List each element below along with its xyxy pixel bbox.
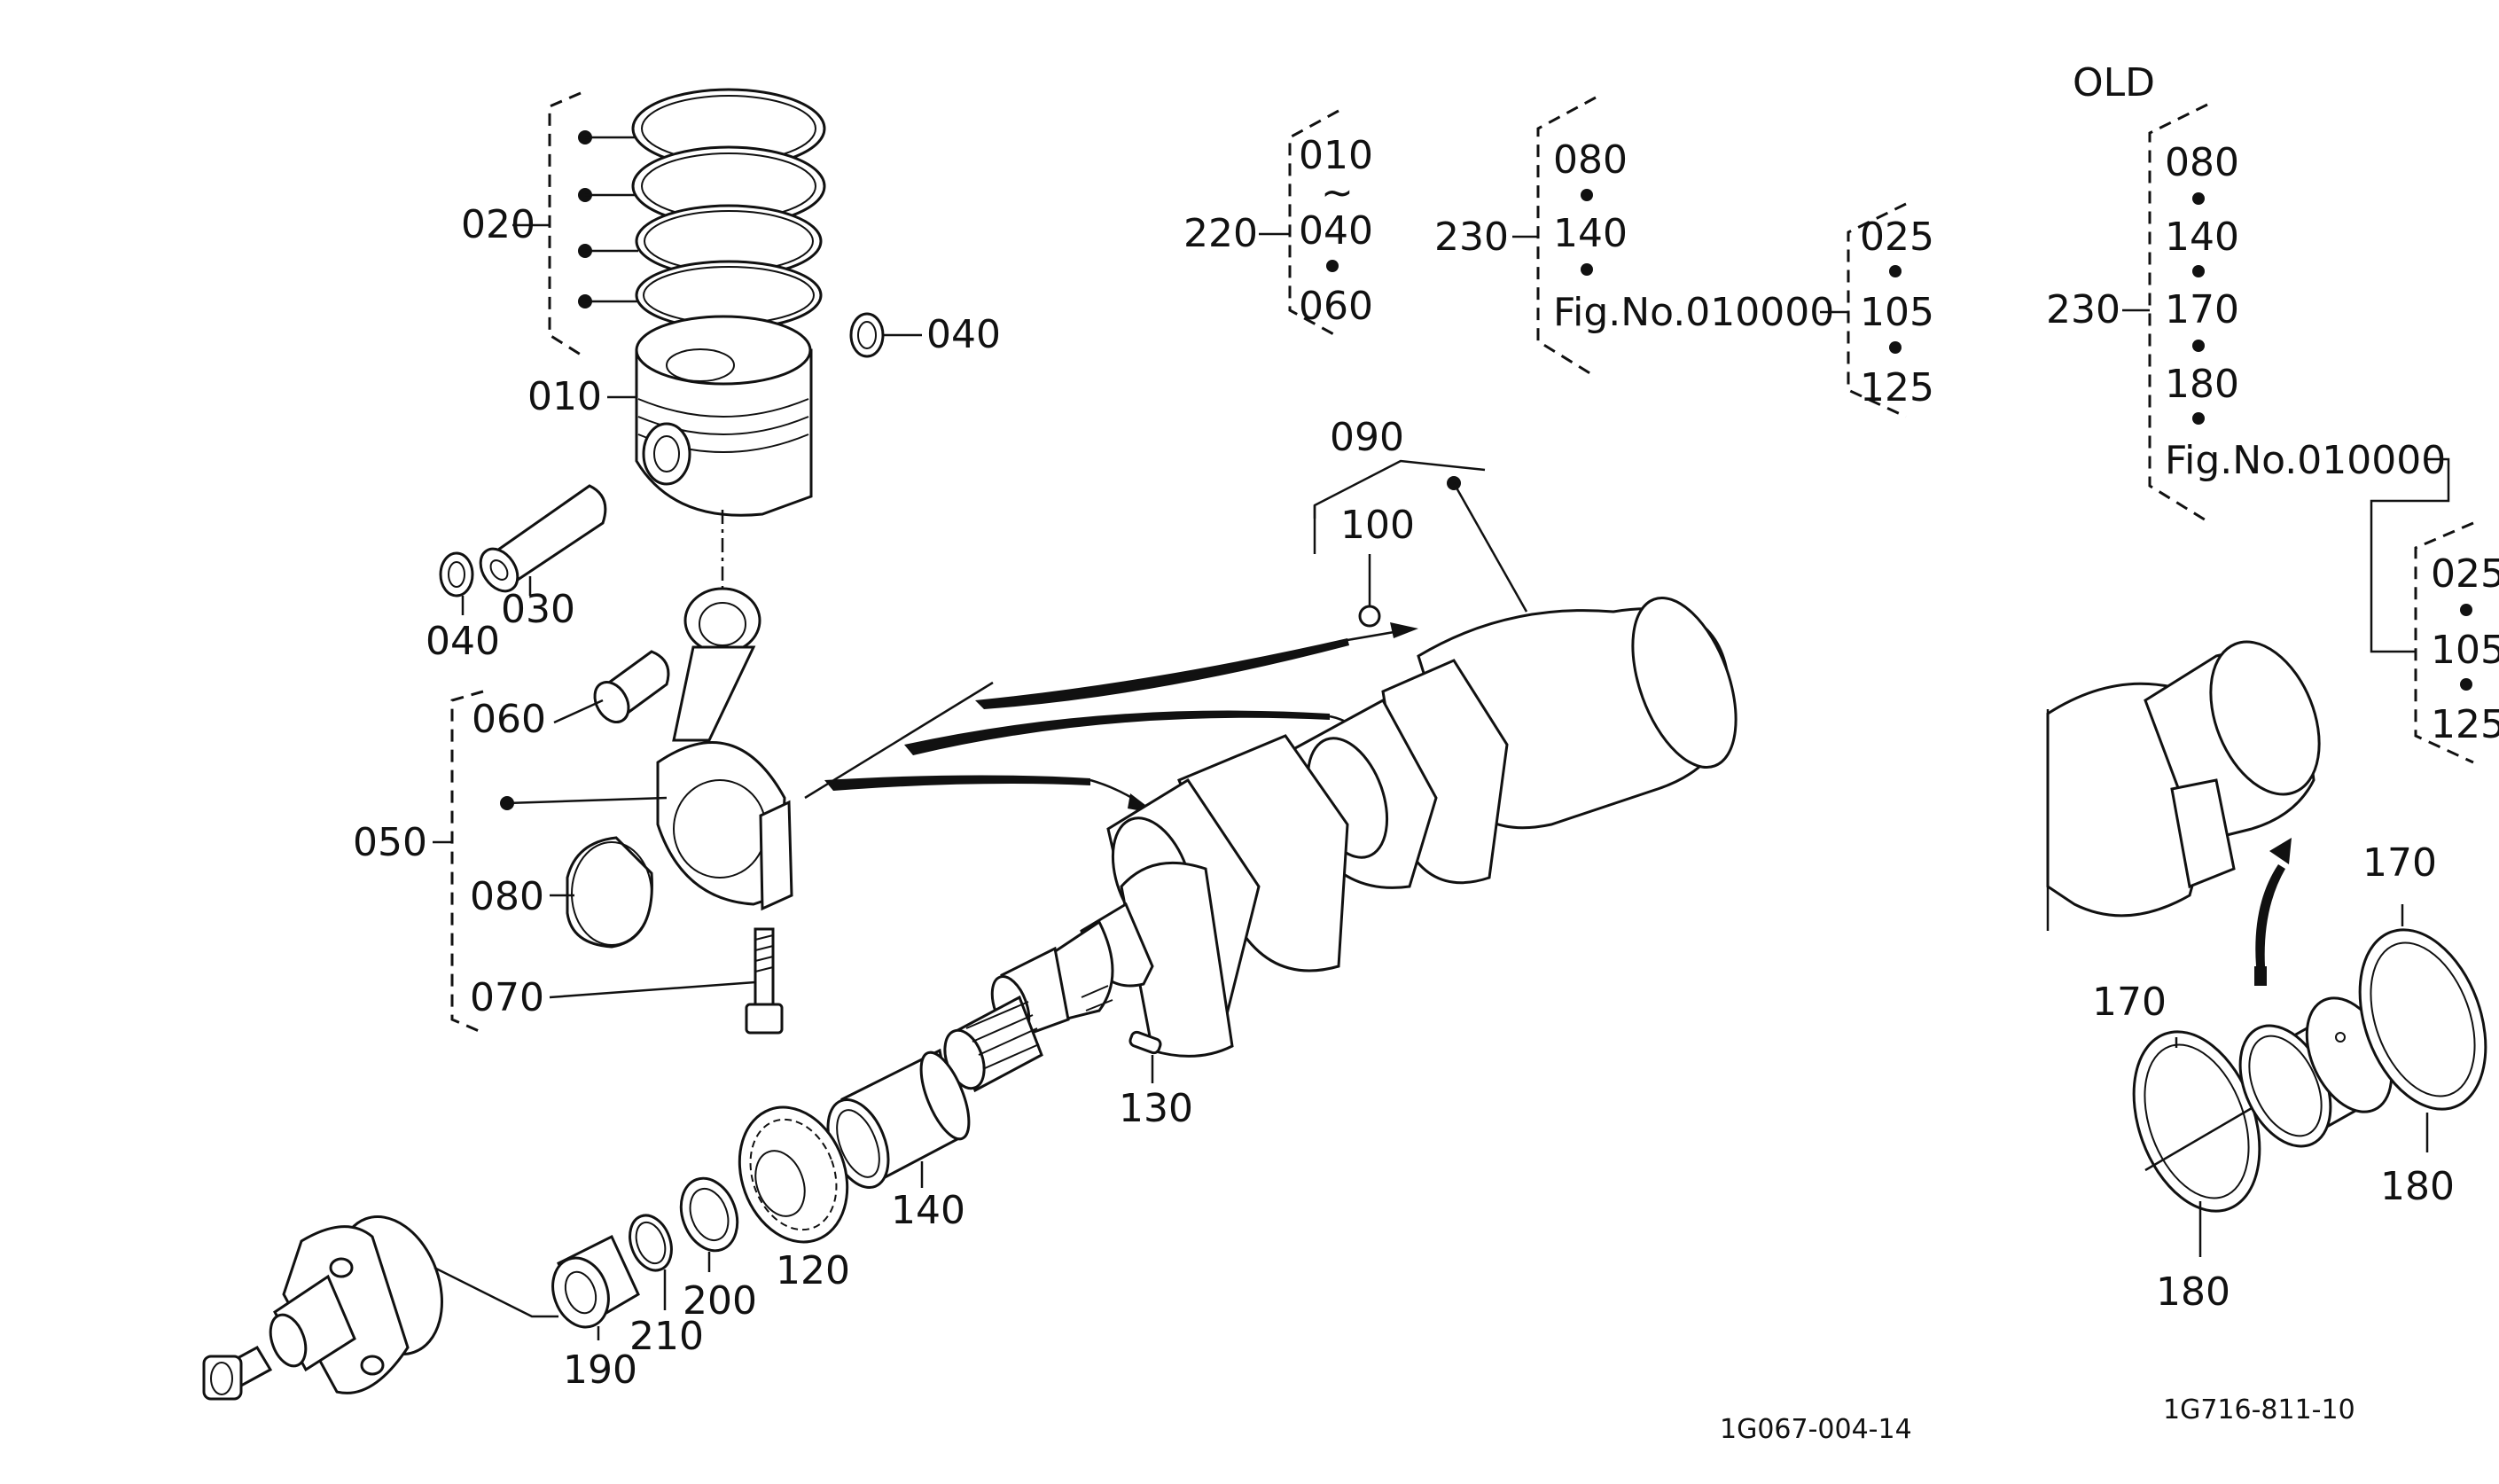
rod-bearing bbox=[566, 836, 653, 949]
old-assembly-arrow bbox=[2254, 838, 2292, 986]
drawing-code-left: 1G067-004-14 bbox=[1720, 1414, 1912, 1445]
piston-rings bbox=[631, 88, 826, 331]
label-120: 120 bbox=[776, 1248, 850, 1293]
label-170-left: 170 bbox=[2092, 980, 2167, 1025]
label-050: 050 bbox=[353, 820, 427, 865]
sub1-item-3: 125 bbox=[1860, 365, 1934, 410]
old-sub-item-2: 105 bbox=[2431, 628, 2499, 673]
label-140: 140 bbox=[891, 1188, 965, 1233]
old-kit-230-group: 230 080 140 170 180 Fig.No.010000 bbox=[2046, 103, 2450, 653]
label-180-left: 180 bbox=[2156, 1269, 2230, 1315]
label-080: 080 bbox=[470, 874, 544, 919]
old-kit-230-item-3: 170 bbox=[2165, 287, 2239, 332]
label-210: 210 bbox=[629, 1314, 704, 1359]
label-130: 130 bbox=[1119, 1086, 1193, 1131]
steel-ball bbox=[1358, 605, 1381, 628]
crankshaft bbox=[990, 596, 1738, 1058]
circlip-040-left bbox=[439, 551, 474, 598]
circlip-040-right bbox=[849, 312, 885, 358]
sub1-item-1: 025 bbox=[1860, 215, 1934, 260]
kit-230-item-1: 080 bbox=[1553, 137, 1628, 183]
old-kit-230-item-4: 180 bbox=[2165, 362, 2239, 407]
label-200: 200 bbox=[683, 1278, 757, 1324]
old-kit-230-item-1: 080 bbox=[2165, 140, 2239, 185]
rod-bolt bbox=[745, 927, 784, 1035]
old-thrust-washer-left bbox=[2132, 1030, 2261, 1213]
old-sub-item-1: 025 bbox=[2431, 551, 2499, 597]
washer-200 bbox=[679, 1176, 739, 1253]
piston bbox=[635, 315, 813, 517]
kit-220-item-2: 040 bbox=[1299, 208, 1373, 254]
label-190: 190 bbox=[563, 1347, 637, 1393]
label-100: 100 bbox=[1340, 503, 1415, 548]
old-bushing bbox=[2238, 996, 2394, 1148]
sub-group-1: 025 105 125 bbox=[1847, 202, 1934, 418]
old-crankshaft-detail bbox=[2046, 640, 2321, 931]
sub1-item-2: 105 bbox=[1860, 290, 1934, 335]
label-070: 070 bbox=[470, 975, 544, 1020]
kit-220-item-3: 060 bbox=[1299, 284, 1373, 329]
old-kit-230-item-5: Fig.No.010000 bbox=[2165, 438, 2446, 483]
label-020: 020 bbox=[461, 202, 535, 247]
kit-230-item-2: 140 bbox=[1553, 211, 1628, 256]
old-sub-group: 025 105 125 bbox=[2414, 521, 2499, 764]
ring-leaders bbox=[578, 130, 638, 309]
o-ring-210 bbox=[629, 1214, 673, 1272]
label-040-left: 040 bbox=[426, 619, 500, 664]
label-010: 010 bbox=[527, 374, 602, 419]
kit-230-id: 230 bbox=[1434, 215, 1509, 260]
old-heading: OLD bbox=[2073, 60, 2155, 105]
crank-gear bbox=[738, 1105, 849, 1244]
kit-220-item-1: 010 bbox=[1299, 133, 1373, 178]
old-sub-item-3: 125 bbox=[2431, 702, 2499, 747]
label-030: 030 bbox=[501, 587, 575, 632]
kit-230-group: 230 080 140 Fig.No.010000 bbox=[1434, 96, 1848, 379]
connecting-rod bbox=[656, 587, 793, 911]
woodruff-key bbox=[1128, 1030, 1162, 1055]
kit-220-tilde: ~ bbox=[1321, 170, 1354, 215]
bracket-020 bbox=[548, 91, 582, 356]
label-090: 090 bbox=[1330, 415, 1404, 460]
piston-pin bbox=[479, 484, 607, 593]
label-170-right: 170 bbox=[2362, 840, 2437, 886]
kit-220-group: 220 010 ~ 040 060 bbox=[1183, 109, 1373, 339]
label-040-right: 040 bbox=[926, 312, 1001, 357]
crank-pulley bbox=[269, 1215, 443, 1394]
kit-230-item-3: Fig.No.010000 bbox=[1553, 290, 1834, 335]
drawing-code-right: 1G716-811-10 bbox=[2163, 1394, 2355, 1425]
old-kit-230-id: 230 bbox=[2046, 287, 2120, 332]
old-kit-230-item-2: 140 bbox=[2165, 215, 2239, 260]
label-180-right: 180 bbox=[2380, 1164, 2455, 1209]
old-thrust-washer-right bbox=[2358, 928, 2487, 1111]
collar-190 bbox=[551, 1234, 640, 1329]
pulley-bolt bbox=[202, 1345, 273, 1401]
bracket-050 bbox=[450, 690, 484, 1035]
small-end-bushing bbox=[593, 650, 670, 723]
kit-220-id: 220 bbox=[1183, 211, 1258, 256]
label-060: 060 bbox=[472, 697, 546, 742]
